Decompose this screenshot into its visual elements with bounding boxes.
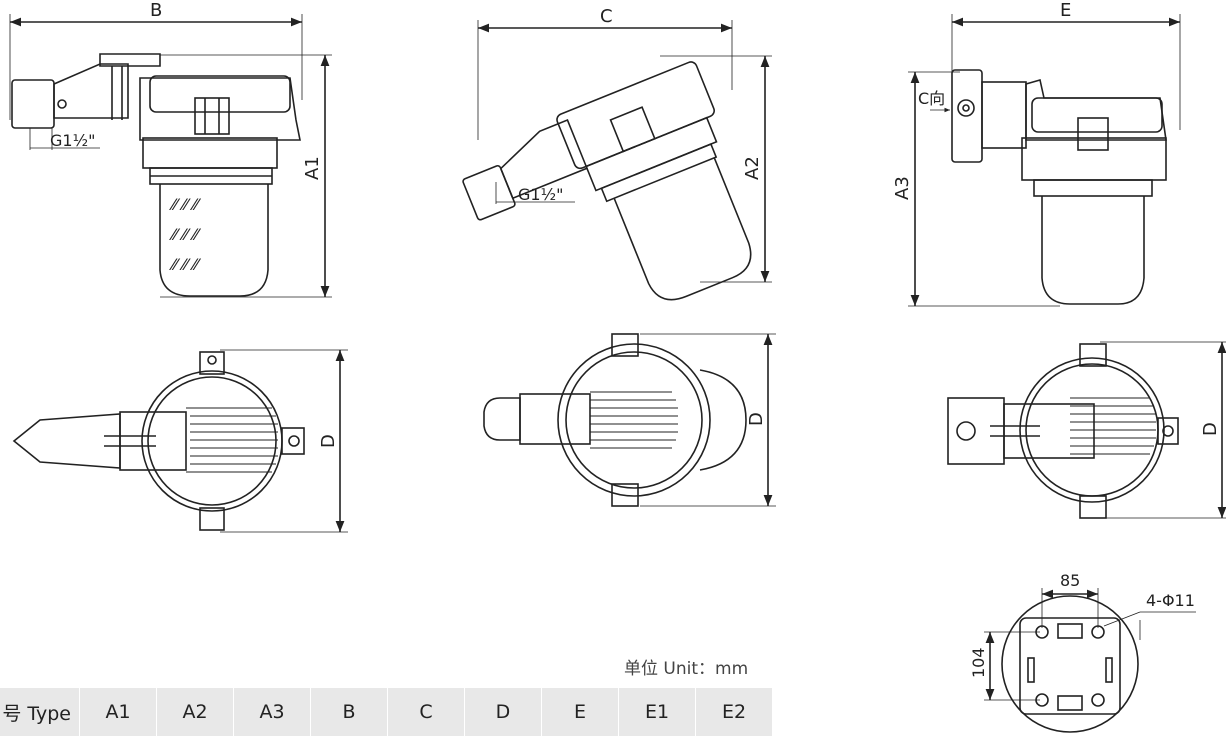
table-header-b: B — [311, 688, 388, 736]
dim-label-d-3: D — [1200, 422, 1221, 436]
holes-label: 4-Φ11 — [1146, 591, 1195, 610]
table-header-type: 号 Type — [0, 688, 80, 736]
side-view-3 — [908, 14, 1181, 307]
dim-label-e: E — [1060, 0, 1071, 21]
dim-label-b: B — [150, 0, 162, 21]
dim-label-d-1: D — [318, 434, 339, 448]
dim-label-c: C — [600, 6, 613, 27]
mount-width-label: 85 — [1060, 571, 1080, 590]
side-view-1: ⁄⁄ ⁄⁄ ⁄⁄ ⁄⁄ ⁄⁄ ⁄⁄ ⁄⁄ ⁄⁄ ⁄⁄ — [9, 14, 332, 298]
dim-label-a3: A3 — [892, 176, 913, 200]
dim-label-d-2: D — [746, 412, 767, 426]
top-view-1 — [12, 349, 348, 533]
unit-note: 单位 Unit：mm — [624, 659, 749, 679]
svg-text:⁄⁄ ⁄⁄ ⁄⁄: ⁄⁄ ⁄⁄ ⁄⁄ — [169, 195, 202, 214]
c-view-label: C向 — [918, 89, 945, 108]
spec-table-header: 号 Type A1 A2 A3 B C D E E1 E2 — [0, 688, 773, 736]
table-header-a2: A2 — [157, 688, 234, 736]
mount-height-label: 104 — [969, 647, 988, 678]
table-header-c: C — [388, 688, 465, 736]
table-header-e1: E1 — [619, 688, 696, 736]
thread-label-2: G1½" — [518, 185, 563, 204]
dim-label-a2: A2 — [742, 156, 763, 180]
table-header-a1: A1 — [80, 688, 157, 736]
dim-label-a1: A1 — [302, 156, 323, 180]
top-view-3 — [947, 341, 1226, 519]
svg-text:⁄⁄ ⁄⁄ ⁄⁄: ⁄⁄ ⁄⁄ ⁄⁄ — [169, 225, 202, 244]
mounting-plate-view — [984, 588, 1196, 733]
table-header-d: D — [465, 688, 542, 736]
side-view-2 — [462, 20, 772, 301]
thread-label-1: G1½" — [50, 131, 95, 150]
table-header-e: E — [542, 688, 619, 736]
svg-text:⁄⁄ ⁄⁄ ⁄⁄: ⁄⁄ ⁄⁄ ⁄⁄ — [169, 255, 202, 274]
top-view-2 — [483, 333, 776, 507]
table-header-a3: A3 — [234, 688, 311, 736]
table-header-e2: E2 — [696, 688, 773, 736]
